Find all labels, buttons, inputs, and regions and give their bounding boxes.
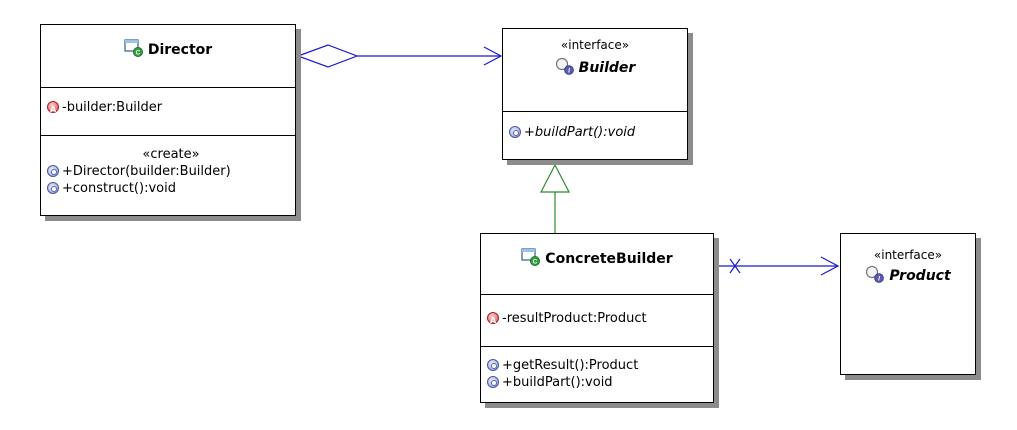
interface-icon: I [555,57,574,75]
create-stereotype: «create» [142,147,200,162]
public-method-icon [487,376,499,388]
public-method-icon [47,165,59,177]
public-method-icon [509,126,521,138]
class-concretebuilder-header: C ConcreteBuilder [481,234,713,294]
interface-product[interactable]: «interface» I Product [840,233,976,375]
class-director-header: C Director [41,25,295,87]
class-icon: C [521,248,541,266]
svg-text:C: C [533,259,538,266]
interface-product-header: «interface» I Product [841,234,975,285]
interface-product-name: Product [889,268,951,284]
interface-builder-operations: +buildPart():void [503,111,687,141]
public-method-icon [47,182,59,194]
interface-builder-title: I Builder [503,57,687,77]
class-concretebuilder-title: C ConcreteBuilder [521,248,673,267]
class-director-operations: «create» +Director(builder:Builder) +con… [41,135,295,197]
interface-stereotype: «interface» [873,248,943,262]
attribute-builder: -builder:Builder [41,99,295,118]
public-method-icon [487,359,499,371]
private-field-icon [47,101,59,118]
arrowhead-product [820,256,840,276]
interface-builder-header: «interface» I Builder [503,29,687,111]
association-concretebuilder-product[interactable] [715,256,840,276]
aggregation-diamond [296,44,359,68]
class-director-name: Director [147,42,213,58]
operation-buildpart: +buildPart():void [503,124,687,141]
realization-triangle [540,163,570,193]
operation-buildpart: +buildPart():void [481,374,713,391]
svg-text:I: I [878,276,880,283]
interface-product-title: I Product [841,265,975,285]
interface-builder[interactable]: «interface» I Builder +buildPart():void [502,28,688,160]
operation-construct: +construct():void [41,180,295,197]
aggregation-director-builder[interactable] [296,44,503,68]
arrowhead-builder [483,46,503,66]
interface-icon: I [866,265,885,283]
svg-text:C: C [135,50,140,57]
class-director[interactable]: C Director -builder:Builder «create» +Di… [40,24,296,216]
private-field-icon [487,312,499,329]
class-concretebuilder[interactable]: C ConcreteBuilder -resultProduct:Product… [480,233,714,403]
operation-director-constructor: +Director(builder:Builder) [41,163,295,180]
class-icon: C [124,39,143,57]
attribute-resultproduct: -resultProduct:Product [481,310,713,329]
class-concretebuilder-attributes: -resultProduct:Product [481,294,713,346]
class-director-title: C Director [124,39,213,58]
realization-concretebuilder-builder[interactable] [540,163,570,233]
svg-text:I: I [568,68,570,75]
class-concretebuilder-name: ConcreteBuilder [545,251,673,267]
operation-getresult: +getResult():Product [481,357,713,374]
interface-stereotype: «interface» [560,38,630,52]
class-concretebuilder-operations: +getResult():Product +buildPart():void [481,346,713,391]
class-director-attributes: -builder:Builder [41,87,295,135]
interface-builder-name: Builder [578,60,636,76]
